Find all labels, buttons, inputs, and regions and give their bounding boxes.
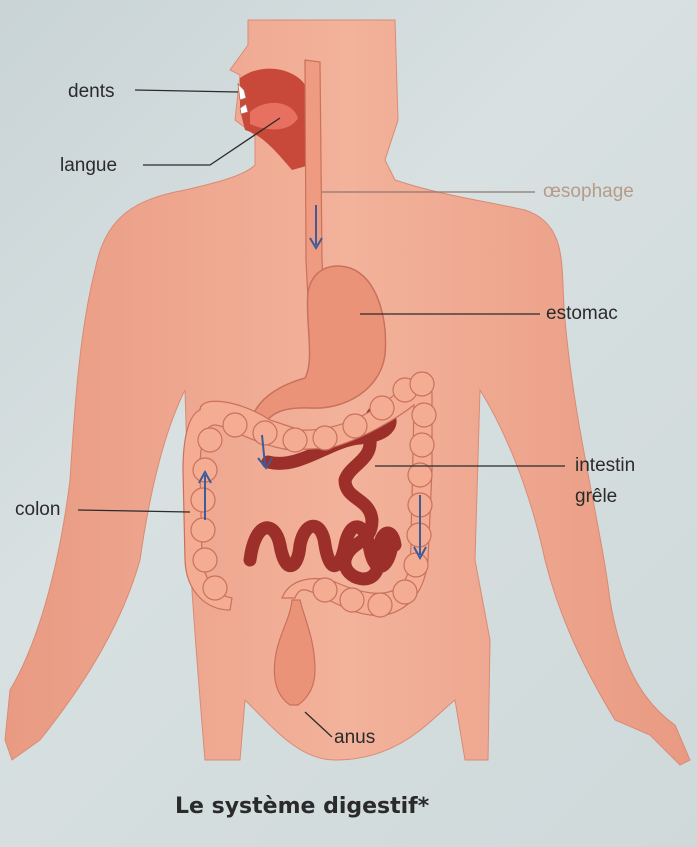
label-colon: colon: [15, 499, 60, 520]
label-estomac: estomac: [546, 303, 618, 324]
label-dents: dents: [68, 81, 114, 102]
diagram-caption: Le système digestif*: [175, 794, 430, 819]
label-intestin-line2: grêle: [575, 486, 617, 507]
label-intestin-line1: intestin: [575, 455, 635, 476]
label-oesophage: œsophage: [543, 181, 634, 202]
label-anus: anus: [334, 727, 375, 748]
label-langue: langue: [60, 155, 117, 176]
